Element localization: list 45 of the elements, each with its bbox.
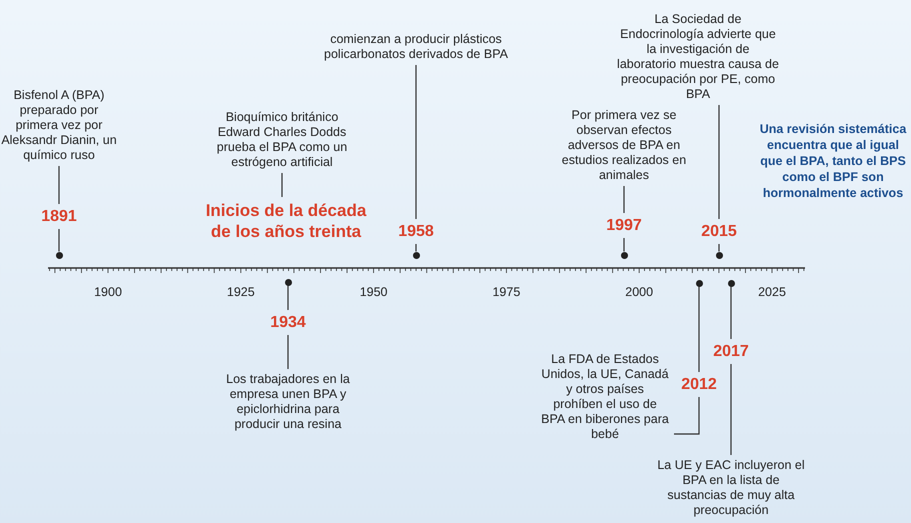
connector-line: [718, 244, 720, 252]
connector-line: [58, 166, 60, 204]
event-description: Los trabajadores en la empresa unen BPA y epiclorhidrina para producir una resina: [218, 372, 358, 432]
timeline-dot: [56, 252, 62, 258]
axis-tick-label: 1975: [491, 285, 522, 299]
timeline-dot: [728, 280, 734, 286]
event-description: Por primera vez se observan efectos adversos de BPA en estudios realizados en animales: [556, 108, 692, 183]
event-date: Inicios de la década de los años treinta: [198, 200, 374, 242]
event-date: 1934: [258, 313, 318, 332]
note-text: Una revisión sistemática encuentra que al igual que el BPA, tanto el BPS como el BPF son hormonalmente activos: [758, 121, 908, 201]
axis-tick-label: 2025: [757, 285, 787, 299]
timeline-dot: [412, 252, 420, 258]
event-date: 1891: [29, 207, 89, 226]
connector-line: [623, 238, 625, 252]
event-description: Bisfenol A (BPA) preparado por primera vez por Aleksandr Dianin, un químico ruso: [0, 88, 118, 163]
event-description: Bioquímico británico Edward Charles Dodds prueba el BPA como un estrógeno artificial: [207, 110, 357, 170]
connector-line: [730, 286, 732, 339]
event-description: comienzan a producir plásticos policarbonatos derivados de BPA: [316, 32, 516, 62]
connector-line: [698, 286, 700, 372]
timeline-dot: [620, 252, 628, 258]
event-description: La Sociedad de Endocrinología advierte que la investigación de laboratorio muestra causa de preocupación por PE, como BPA: [616, 12, 780, 102]
axis-tick-label: 1950: [358, 285, 388, 299]
axis-tick-label: 1900: [93, 285, 123, 299]
connector-line: [287, 286, 289, 310]
event-description: La UE y EAC incluyeron el BPA en la lista de sustancias de muy alta preocupación: [656, 458, 806, 518]
connector-line: [730, 364, 732, 455]
timeline-dot: [696, 280, 702, 286]
event-date: 1958: [386, 222, 446, 241]
connector-line: [415, 65, 417, 219]
axis-tick-label: 2000: [624, 285, 654, 299]
axis-tick-label: 1925: [226, 285, 256, 299]
connector-line: [674, 397, 700, 435]
event-date: 2012: [674, 375, 724, 394]
timeline-dot: [284, 278, 292, 286]
connector-line: [415, 244, 417, 252]
event-date: 2015: [689, 222, 749, 241]
connector-line: [58, 229, 60, 252]
connector-line: [718, 105, 720, 219]
event-date: 1997: [594, 216, 654, 235]
connector-line: [281, 173, 283, 197]
connector-line: [287, 335, 289, 369]
event-date: 2017: [701, 342, 761, 361]
timeline-dot: [716, 252, 722, 258]
connector-line: [623, 186, 625, 213]
event-description: La FDA de Estados Unidos, la UE, Canadá y otros países prohíben el uso de BPA en biberones para bebé: [540, 352, 670, 442]
